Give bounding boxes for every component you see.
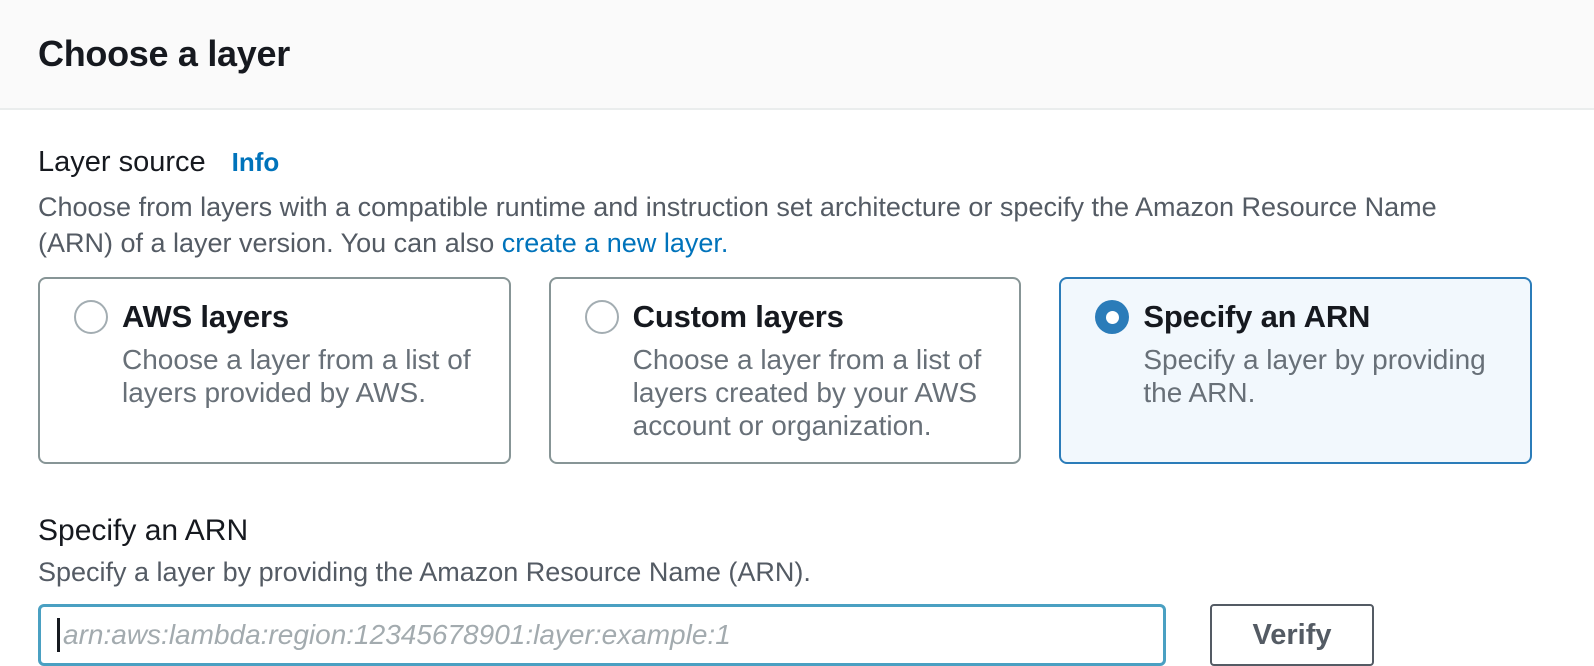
layer-source-description: Choose from layers with a compatible run… — [38, 189, 1508, 261]
verify-button[interactable]: Verify — [1210, 604, 1374, 666]
page-title: Choose a layer — [38, 33, 290, 74]
specify-arn-title: Specify an ARN — [38, 514, 249, 547]
tile-aws-layers-head: AWS layers — [74, 299, 483, 335]
tile-specify-arn[interactable]: Specify an ARN Specify a layer by provid… — [1059, 277, 1533, 464]
tile-aws-layers-title: AWS layers — [122, 299, 289, 334]
arn-input-row: Verify — [38, 604, 1532, 666]
tile-custom-layers-title: Custom layers — [632, 299, 844, 334]
arn-input[interactable] — [38, 604, 1166, 666]
layer-source-label: Layer source — [38, 146, 206, 178]
tile-specify-arn-head: Specify an ARN — [1095, 299, 1504, 335]
info-link[interactable]: Info — [231, 147, 280, 177]
radio-custom-layers[interactable] — [584, 300, 619, 334]
tile-custom-layers-head: Custom layers — [584, 299, 994, 335]
choose-layer-panel: Layer source Info Choose from layers wit… — [0, 110, 1594, 666]
radio-aws-layers[interactable] — [74, 300, 108, 334]
tile-custom-layers-description: Choose a layer from a list of layers cre… — [632, 344, 982, 441]
tile-specify-arn-description: Specify a layer by providing the ARN. — [1143, 344, 1486, 408]
layer-source-description-text: Choose from layers with a compatible run… — [38, 192, 1437, 258]
tile-aws-layers[interactable]: AWS layers Choose a layer from a list of… — [38, 277, 511, 464]
tile-custom-layers[interactable]: Custom layers Choose a layer from a list… — [548, 277, 1022, 464]
panel-header: Choose a layer — [0, 0, 1594, 110]
text-cursor — [57, 618, 60, 652]
layer-source-tiles: AWS layers Choose a layer from a list of… — [38, 277, 1533, 464]
tile-aws-layers-description: Choose a layer from a list of layers pro… — [122, 344, 471, 408]
tile-specify-arn-title: Specify an ARN — [1143, 299, 1371, 334]
create-new-layer-link[interactable]: create a new layer. — [501, 228, 729, 258]
layer-source-label-row: Layer source Info — [38, 146, 1532, 179]
arn-input-wrap — [38, 604, 1166, 666]
specify-arn-section: Specify an ARN Specify a layer by provid… — [38, 514, 1532, 666]
radio-specify-arn[interactable] — [1095, 300, 1130, 334]
specify-arn-description: Specify a layer by providing the Amazon … — [38, 557, 811, 587]
layer-source-section: Layer source Info Choose from layers wit… — [38, 146, 1533, 464]
